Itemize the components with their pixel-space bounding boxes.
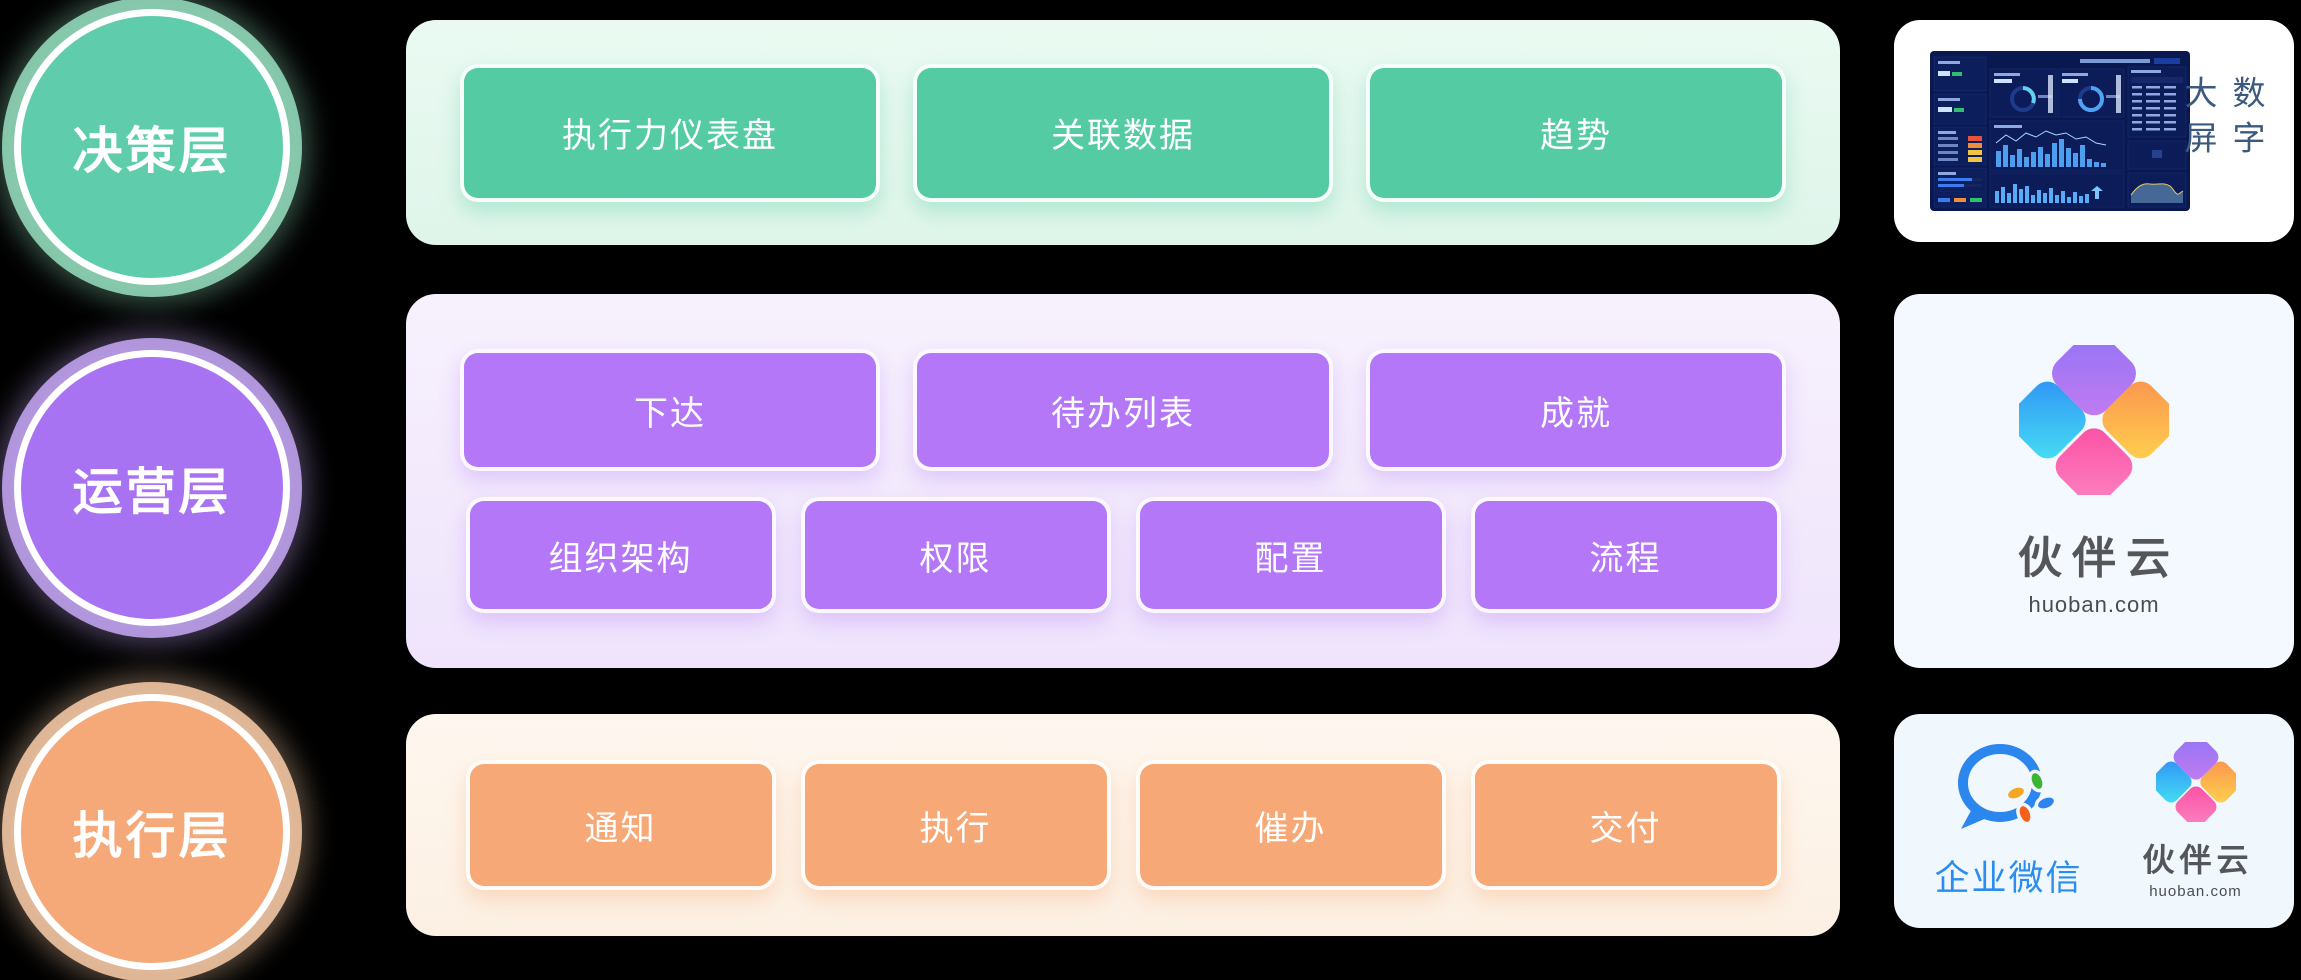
operation-layer-circle: 运营层 bbox=[14, 350, 290, 626]
wecom-bubble-icon bbox=[1947, 741, 2069, 840]
dashboard-preview-icon bbox=[1930, 51, 2190, 211]
chip-org-structure: 组织架构 bbox=[465, 497, 776, 613]
huoban-brand-card: 伙伴云 huoban.com bbox=[1894, 294, 2294, 668]
chip-permission: 权限 bbox=[800, 497, 1111, 613]
chip-deliver: 交付 bbox=[1470, 760, 1781, 890]
huoban-diamond-icon bbox=[2008, 330, 2180, 505]
chip-process: 流程 bbox=[1470, 497, 1781, 613]
decision-layer-panel: 执行力仪表盘 关联数据 趋势 bbox=[406, 20, 1840, 245]
execution-chip-row: 通知 执行 催办 交付 bbox=[465, 760, 1781, 890]
digital-screen-card: 数字大屏 bbox=[1894, 20, 2294, 242]
integration-card: 企业微信 bbox=[1894, 714, 2294, 928]
huoban-domain: huoban.com bbox=[2028, 591, 2160, 617]
decision-chip-row: 执行力仪表盘 关联数据 趋势 bbox=[460, 63, 1786, 202]
decision-layer-circle: 决策层 bbox=[14, 9, 290, 285]
execution-layer-panel: 通知 执行 催办 交付 bbox=[406, 714, 1840, 936]
chip-execution-dashboard: 执行力仪表盘 bbox=[460, 63, 880, 202]
wecom-logo-block: 企业微信 bbox=[1934, 741, 2082, 901]
operation-layer-label: 运营层 bbox=[72, 464, 232, 520]
chip-configuration: 配置 bbox=[1135, 497, 1446, 613]
huoban-domain: huoban.com bbox=[2149, 883, 2242, 900]
huoban-brand-name: 伙伴云 bbox=[2018, 533, 2180, 583]
chip-notification: 通知 bbox=[465, 760, 776, 890]
chip-issue: 下达 bbox=[460, 349, 880, 471]
huoban-diamond-icon bbox=[2150, 734, 2241, 828]
operation-chip-row-1: 下达 待办列表 成就 bbox=[460, 349, 1786, 471]
operation-layer-panel: 下达 待办列表 成就 组织架构 权限 配置 流程 bbox=[406, 294, 1840, 668]
huoban-logo-block-small: 伙伴云 huoban.com bbox=[2138, 734, 2254, 900]
chip-execute: 执行 bbox=[800, 760, 1111, 890]
operation-chip-row-2: 组织架构 权限 配置 流程 bbox=[465, 497, 1781, 613]
wecom-name: 企业微信 bbox=[1934, 859, 2083, 898]
huoban-brand-name: 伙伴云 bbox=[2142, 842, 2254, 878]
chip-achievement: 成就 bbox=[1366, 349, 1786, 471]
chip-urge: 催办 bbox=[1135, 760, 1446, 890]
digital-screen-label: 数字大屏 bbox=[2180, 75, 2265, 166]
decision-layer-label: 决策层 bbox=[72, 123, 232, 179]
execution-layer-label: 执行层 bbox=[72, 808, 232, 864]
chip-todo-list: 待办列表 bbox=[913, 349, 1333, 471]
chip-linked-data: 关联数据 bbox=[913, 63, 1333, 202]
chip-trend: 趋势 bbox=[1366, 63, 1786, 202]
execution-layer-circle: 执行层 bbox=[14, 694, 290, 970]
